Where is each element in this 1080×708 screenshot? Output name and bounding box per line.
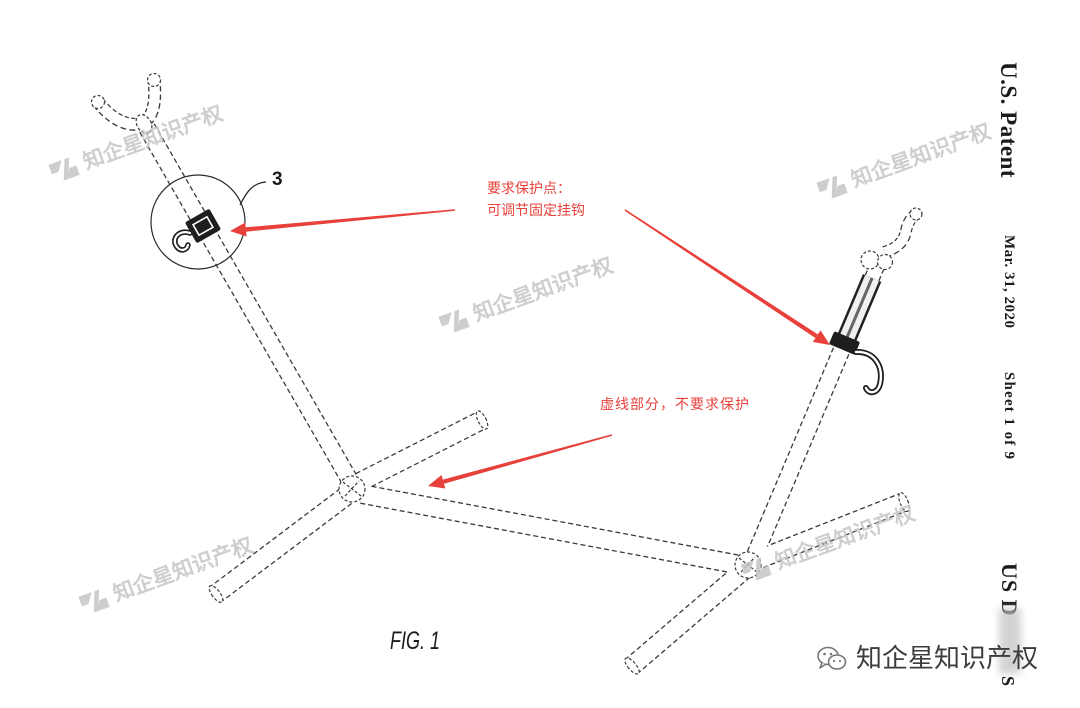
left-upright-pole-interior — [147, 128, 352, 484]
right-adjustable-hook — [829, 331, 884, 396]
right-top-knob-secondary — [876, 253, 894, 271]
left-cradle-joint — [135, 114, 153, 134]
detail-circle — [150, 174, 246, 270]
watermark-logo-icon — [438, 309, 470, 333]
cradle-tip — [909, 207, 923, 221]
arrow-shaft — [442, 434, 613, 484]
arrow-to-left-hook — [230, 209, 456, 237]
arrow-to-dashed-part — [428, 434, 613, 489]
wechat-icon — [817, 646, 847, 670]
left-hook-inner — [173, 231, 192, 251]
left-hub-detail — [342, 480, 362, 497]
end-cap — [208, 585, 224, 603]
watermark: 知企星知识产权 — [45, 98, 227, 189]
right-hook-outline — [853, 349, 884, 396]
sheet-number: Sheet 1 of 9 — [1001, 372, 1017, 461]
footer-brand-text: 知企星知识产权 — [856, 644, 1039, 674]
right-top-knob — [860, 250, 880, 270]
sleeve-shade — [844, 277, 874, 341]
patent-number-suffix: S — [998, 676, 1018, 687]
left-adjustable-hook — [172, 209, 221, 253]
watermark: 知企星知识产权 — [435, 250, 617, 341]
base-beam-interior — [362, 494, 746, 566]
left-clamp-window — [191, 215, 215, 237]
patent-date: Mar. 31, 2020 — [1001, 235, 1017, 329]
arrow-head — [428, 475, 446, 489]
patent-number-prefix: US D — [997, 563, 1022, 617]
watermark-logo-icon — [740, 557, 772, 581]
watermark-logo-icon — [816, 175, 848, 199]
watermark-logo-icon — [78, 589, 110, 613]
watermark: 知企星知识产权 — [737, 498, 919, 589]
end-cap — [624, 657, 640, 675]
watermark: 知企星知识产权 — [813, 116, 995, 207]
claimed-part-label: 可调节固定挂钩 — [487, 203, 585, 219]
obscured-patent-number — [999, 608, 1021, 674]
patent-title: U.S. Patent — [996, 62, 1021, 179]
arrow-to-right-hook — [624, 209, 830, 345]
reference-leader-line — [239, 181, 267, 206]
watermark-logo-icon — [48, 157, 80, 181]
right-hook-inner — [854, 350, 883, 394]
right-pole-sleeve — [836, 274, 882, 344]
right-clamp-collar — [829, 331, 860, 355]
arrow-head — [230, 222, 247, 237]
cradle-tip — [146, 72, 162, 88]
watermark: 知企星知识产权 — [75, 530, 257, 621]
left-hub-up-arm-interior — [360, 420, 482, 482]
dashed-tube-outlines — [98, 80, 916, 666]
end-cap — [898, 491, 910, 513]
claimed-heading: 要求保护点： — [487, 181, 571, 197]
left-clamp-body — [185, 209, 221, 243]
figure-label: FIG. 1 — [390, 627, 441, 655]
reference-numeral: 3 — [272, 169, 283, 190]
end-cap — [475, 410, 489, 430]
unclaimed-note: 虚线部分，不要求保护 — [600, 397, 750, 413]
annotation-arrows — [230, 209, 830, 489]
tube-interiors — [98, 80, 916, 666]
arrow-shaft — [624, 209, 818, 338]
arrow-head — [812, 330, 830, 345]
right-hub-down-arm-interior — [632, 570, 744, 666]
arrow-shaft — [245, 209, 456, 232]
cradle-tip — [90, 94, 106, 110]
footer-brand: 知企星知识产权 — [816, 643, 1038, 675]
tube-end-caps — [90, 72, 923, 675]
